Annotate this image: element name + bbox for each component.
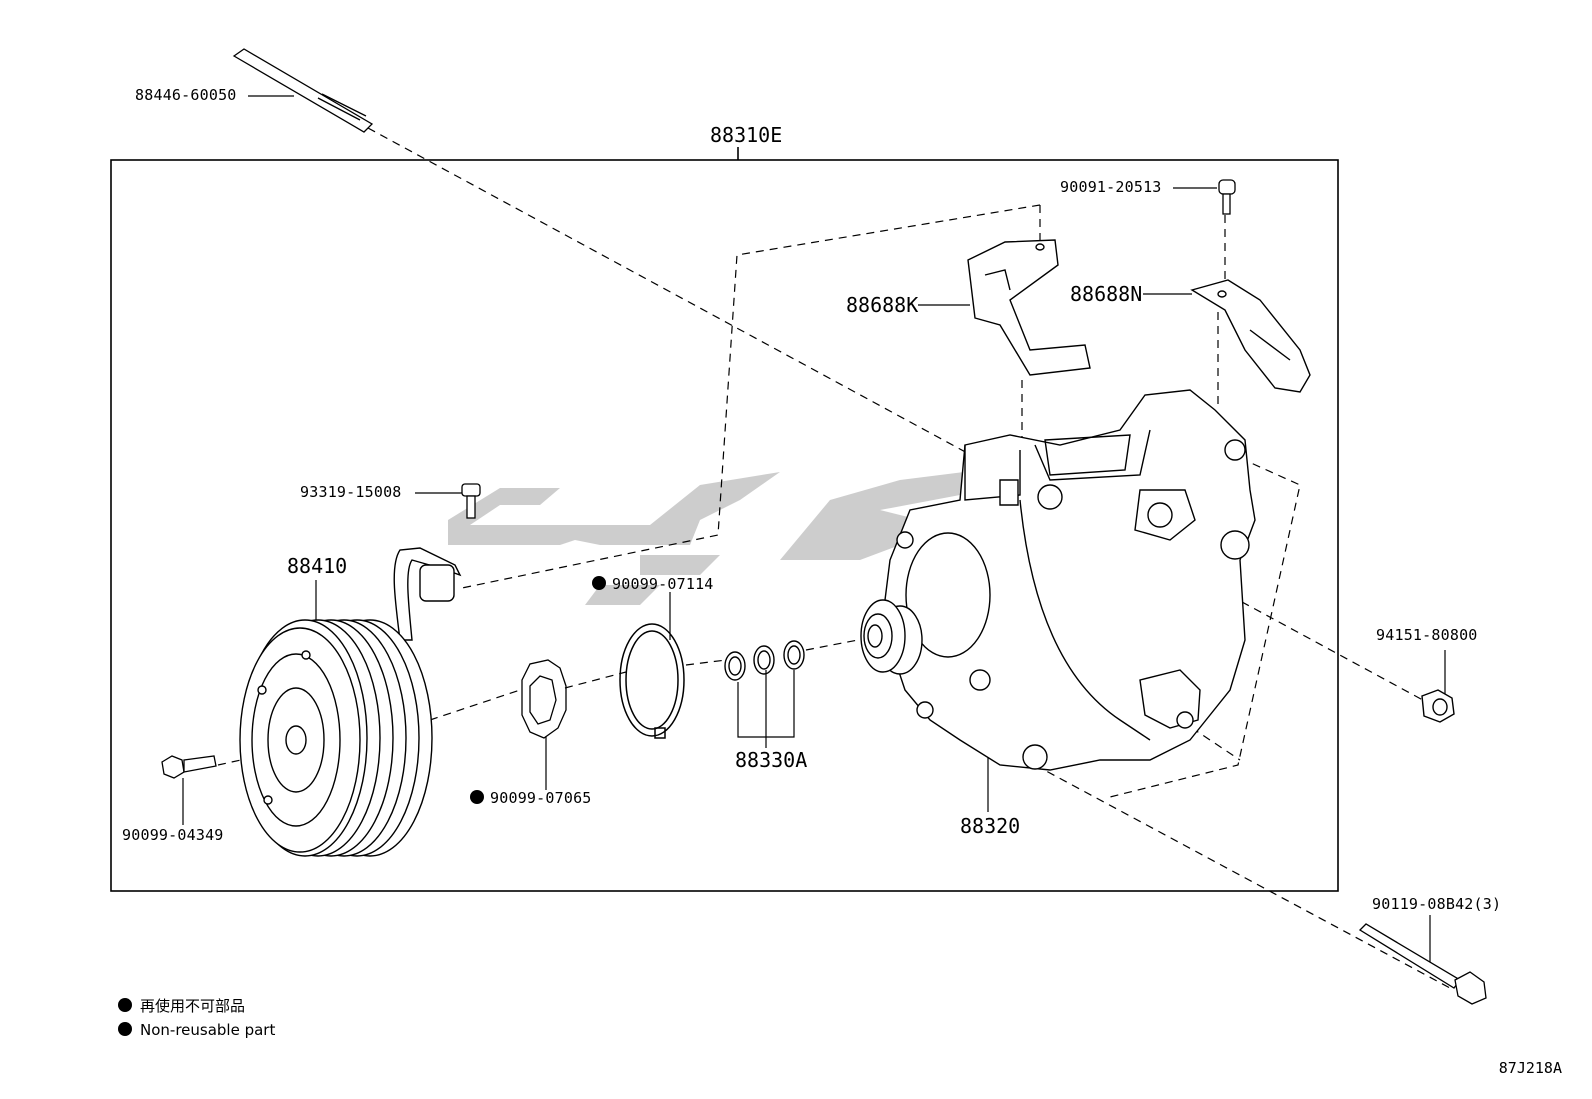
- assembly-frame: [110, 147, 1339, 892]
- stud-bolt-label: 88446-60050: [135, 86, 237, 104]
- clutch-bolt-label: 90099-04349: [122, 826, 224, 844]
- bracket-k-label: 88688K: [846, 293, 919, 317]
- compressor-icon: [860, 389, 1256, 771]
- bracket-n-label: 88688N: [1070, 282, 1143, 306]
- non-reusable-dot-icon: [470, 790, 484, 804]
- shim-label: 90099-07065: [470, 790, 592, 806]
- magnetic-clutch-icon: [239, 547, 462, 857]
- harness-bolt-label: 93319-15008: [300, 483, 402, 501]
- non-reusable-dot-icon: [592, 576, 606, 590]
- snap-ring-label: 90099-07114: [592, 576, 714, 592]
- legend-item-en: Non-reusable part: [118, 1022, 275, 1038]
- bracket-bolt-label: 90091-20513: [1060, 178, 1162, 196]
- non-reusable-dot-icon: [118, 1022, 132, 1036]
- shim-icon: [521, 659, 567, 739]
- snap-ring-part-no: 90099-07114: [612, 575, 714, 593]
- shim-part-no: 90099-07065: [490, 789, 592, 807]
- assembly-label: 88310E: [710, 123, 783, 147]
- alignment-lines: [217, 127, 1451, 989]
- compressor-label: 88320: [960, 814, 1021, 838]
- nut-label: 94151-80800: [1376, 626, 1478, 644]
- legend-item-ja: 再使用不可部品: [118, 998, 245, 1014]
- clutch-label: 88410: [287, 554, 348, 578]
- o-rings-label: 88330A: [735, 748, 808, 772]
- legend-text-ja: 再使用不可部品: [140, 997, 246, 1015]
- leader-lines: [182, 95, 1446, 970]
- clutch-bolt-icon: [161, 755, 217, 779]
- harness-bolt-icon: [461, 483, 481, 519]
- o-rings-icon: [724, 640, 805, 681]
- bracket-k-icon: [967, 239, 1091, 376]
- stud-bolt-icon: [232, 48, 374, 133]
- diagram-code: 87J218A: [1498, 1059, 1562, 1077]
- bracket-bolt-icon: [1218, 179, 1236, 215]
- mount-bolt-label: 90119-08B42(3): [1372, 895, 1502, 913]
- bracket-n-icon: [1190, 279, 1311, 393]
- legend-text-en: Non-reusable part: [140, 1021, 276, 1039]
- snap-ring-icon: [619, 623, 685, 739]
- non-reusable-dot-icon: [118, 998, 132, 1012]
- mount-bolt-icon: [1358, 923, 1487, 1005]
- nut-icon: [1421, 689, 1455, 723]
